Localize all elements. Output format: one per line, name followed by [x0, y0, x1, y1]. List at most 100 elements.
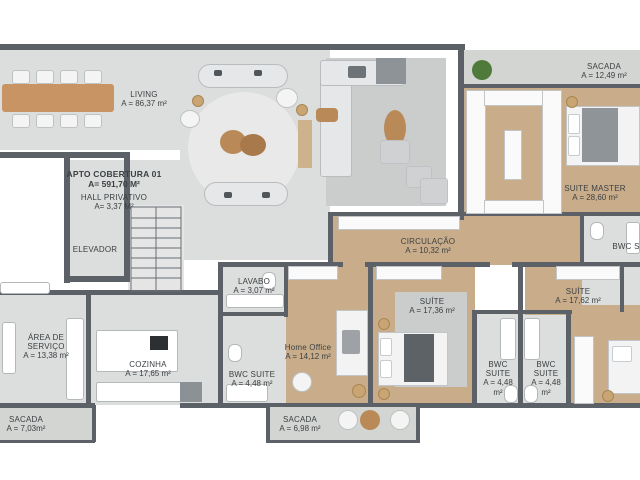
wall [220, 312, 288, 316]
side-table [192, 95, 204, 107]
wall [580, 212, 584, 262]
wall [0, 403, 95, 408]
throw [342, 330, 360, 354]
dining-chair [60, 114, 78, 128]
wall [266, 405, 270, 442]
wall [328, 212, 640, 216]
dining-chair [36, 70, 54, 84]
room-name: HALL PRIVATIVO [80, 193, 148, 202]
nightstand [378, 388, 390, 400]
room-label-suite-mid: SUÍTE A = 17,36 m² [409, 297, 455, 315]
room-label-hall: HALL PRIVATIVO A= 3,37 M² [81, 193, 147, 211]
side-table [296, 104, 308, 116]
curved-sofa [204, 182, 288, 206]
wall [0, 152, 130, 158]
wardrobe [542, 90, 562, 214]
apartment-total-area: A= 591,70 M² [88, 178, 140, 189]
room-label-living: LIVING A = 86,37 m² [121, 90, 167, 108]
room-label-home-office: Home Office A = 14,12 m² [285, 343, 332, 361]
nightstand [602, 390, 614, 402]
pillow [380, 338, 392, 356]
appliance [180, 382, 202, 402]
room-label-elevador: ELEVADOR [73, 245, 118, 254]
room-area: A = 86,37 m² [121, 99, 167, 109]
room-area: A = 28,60 m² [572, 193, 618, 203]
wall [284, 265, 288, 317]
cushion [254, 70, 262, 76]
room-label-bwc-b: BWC SUITE A = 4,48 m² [526, 360, 566, 397]
tv-console [298, 120, 312, 168]
room-label-bwc-right: BWC S [612, 242, 639, 251]
ottoman [376, 58, 406, 84]
wall [365, 262, 490, 267]
room-area: A = 10,32 m² [405, 246, 451, 256]
room-name: SUITE MASTER [564, 184, 626, 193]
wall [0, 44, 465, 50]
room-name: LAVABO [237, 277, 271, 286]
wall [512, 262, 640, 267]
wall [124, 158, 130, 282]
wall [0, 440, 95, 443]
room-name: ELEVADOR [72, 245, 118, 254]
storage-shelf [0, 282, 50, 294]
room-label-suite-master: SUITE MASTER A = 28,60 m² [564, 184, 626, 202]
wall [566, 310, 571, 407]
duvet [582, 108, 618, 162]
cushion [348, 66, 366, 78]
wall [462, 84, 640, 88]
sacada-bl-floor [0, 405, 95, 442]
room-name: LIVING [130, 90, 158, 99]
wall [64, 158, 70, 283]
room-name: SUÍTE [565, 287, 591, 296]
wall [180, 403, 270, 408]
toilet [504, 385, 518, 403]
terrace-table [360, 410, 380, 430]
dining-table [2, 84, 114, 112]
cabinet [288, 266, 338, 280]
room-label-bwc-a: BWC SUITE A = 4,48 m² [478, 360, 518, 397]
wall [328, 212, 333, 267]
cabinet [376, 266, 442, 280]
room-area: A = 4,48 m² [531, 378, 561, 397]
toilet [228, 344, 242, 362]
room-name: SUÍTE [419, 297, 445, 306]
cabinet [556, 266, 620, 280]
wall [268, 403, 420, 407]
dining-chair [84, 70, 102, 84]
room-area: A = 12,49 m² [581, 71, 627, 81]
toilet [262, 272, 276, 290]
cabinet [338, 216, 460, 230]
dressing-island [504, 130, 522, 180]
wall [620, 262, 624, 312]
shoe-shelf [484, 200, 544, 214]
dining-chair [36, 114, 54, 128]
room-name: BWC S [612, 242, 640, 251]
side-table [316, 108, 338, 122]
pillow [568, 136, 580, 156]
armchair [380, 140, 410, 164]
room-label-bwc-left: BWC SUITE A = 4,48 m² [227, 370, 277, 388]
wardrobe [466, 90, 486, 214]
room-name: BWC SUITE [228, 370, 276, 379]
wardrobe [574, 336, 594, 404]
wall [0, 290, 222, 295]
side-table [352, 384, 366, 398]
room-label-suite-right: SUÍTE A = 17,62 m² [555, 287, 601, 305]
room-area: A = 14,12 m² [285, 352, 331, 362]
room-label-sacada-top: SACADA A = 12,49 m² [581, 62, 627, 80]
room-area: A = 17,36 m² [409, 306, 455, 316]
lounge-chair [180, 110, 200, 128]
room-area: A = 4,48 m² [483, 378, 513, 397]
room-name: ÁREA DE SERVIÇO [27, 333, 65, 352]
dining-chair [12, 70, 30, 84]
room-name: SACADA [8, 415, 44, 424]
curved-sofa [198, 64, 288, 88]
plant [472, 60, 492, 80]
duvet [404, 334, 434, 382]
wall [458, 50, 464, 220]
room-area: A = 4,48 m² [231, 379, 273, 389]
room-label-sacada-bm: SACADA A = 6,98 m² [279, 415, 320, 433]
armchair [420, 178, 448, 204]
exterior-left-blank [0, 160, 64, 278]
